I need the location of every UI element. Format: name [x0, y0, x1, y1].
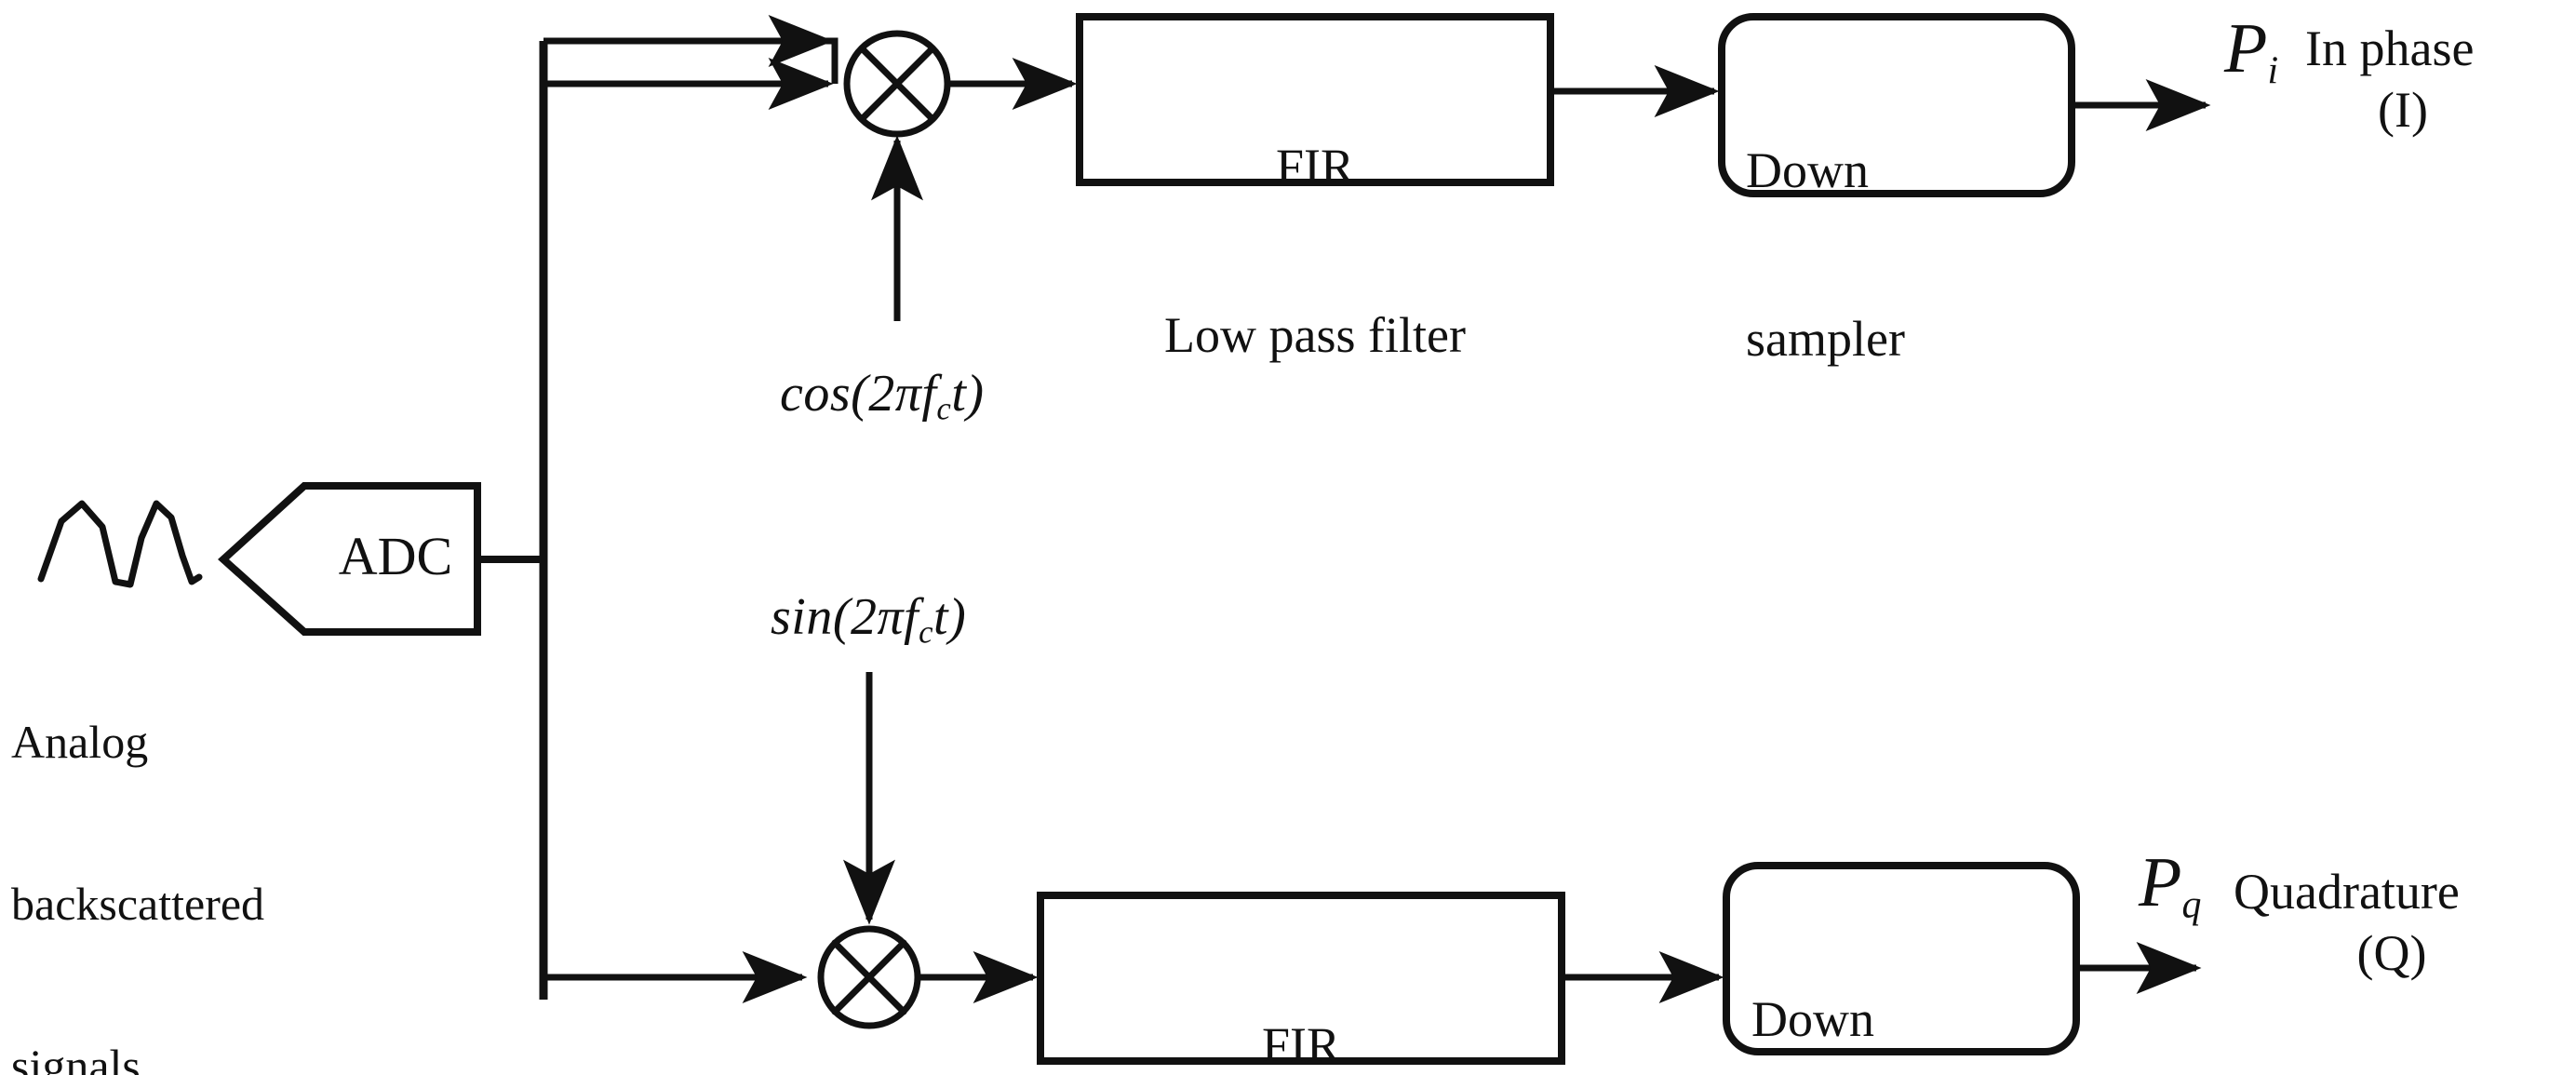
down-sampler-i-line-2: sampler	[1746, 311, 1905, 368]
lo-cos-subscript: c	[936, 390, 952, 427]
down-sampler-q-block[interactable]	[1723, 862, 2080, 1055]
down-sampler-i-label: Down sampler	[1746, 30, 2053, 480]
feed-line-i	[543, 37, 839, 84]
output-i-symbol-subscript: i	[2267, 49, 2279, 93]
fir-filter-i-label: FIR Low pass filter	[1080, 26, 1550, 477]
output-q-symbol: Pq	[2139, 843, 2201, 927]
source-caption-line-3: signals	[11, 1040, 141, 1075]
output-i-symbol-base: P	[2224, 9, 2268, 87]
source-caption-line-2: backscattered	[11, 878, 265, 930]
source-caption-line-1: Analog	[11, 716, 149, 768]
down-sampler-q-line-1: Down	[1751, 990, 1874, 1047]
lo-sin-suffix: t)	[933, 588, 967, 646]
lo-cos-label: cos(2πfct)	[780, 365, 985, 428]
output-i-name: In phase	[2305, 20, 2475, 76]
lo-cos-prefix: cos(2πf	[780, 365, 937, 423]
output-q-short: (Q)	[2356, 925, 2427, 981]
adc-block[interactable]	[218, 482, 481, 636]
mixer-q-x-icon	[831, 939, 907, 1015]
lo-sin-subscript: c	[919, 613, 934, 651]
down-sampler-q-label: Down sampler	[1751, 879, 2059, 1075]
feed-elbow-q	[540, 951, 808, 1003]
lo-sin-prefix: sin(2πf	[771, 588, 919, 646]
fir-filter-i-block[interactable]	[1076, 13, 1554, 186]
output-q-name: Quadrature	[2234, 864, 2460, 920]
lo-sin-label: sin(2πfct)	[771, 588, 966, 652]
source-caption: Analog backscattered signals	[11, 607, 383, 1075]
mixer-i-x-icon	[858, 45, 936, 123]
output-q-symbol-subscript: q	[2181, 883, 2202, 927]
fir-filter-q-line-1: FIR	[1261, 1016, 1341, 1073]
fir-filter-i-line-1: FIR	[1275, 138, 1355, 195]
output-q-symbol-base: P	[2139, 843, 2182, 921]
adc-label: ADC	[338, 526, 453, 586]
down-sampler-i-line-1: Down	[1746, 141, 1869, 198]
sine-wave-icon	[37, 500, 203, 588]
lo-cos-suffix: t)	[951, 365, 985, 423]
output-i-short: (I)	[2378, 82, 2428, 138]
feed-elbow-i	[540, 41, 834, 110]
output-i-symbol: Pi	[2224, 9, 2278, 93]
fir-filter-i-line-2: Low pass filter	[1164, 307, 1466, 364]
fir-filter-q-label: FIR Low pass filter	[1040, 905, 1562, 1075]
